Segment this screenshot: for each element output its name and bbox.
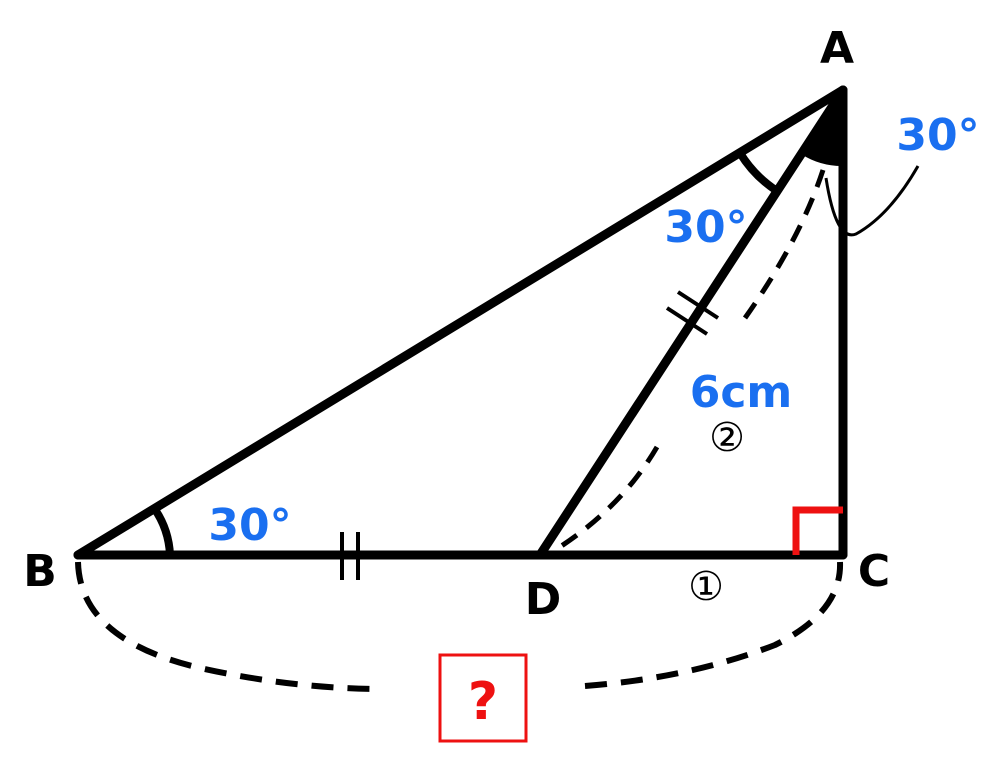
triangle-abc <box>73 85 848 560</box>
ratio-dc-label: ① <box>688 564 724 610</box>
angle-dac-label: 30° <box>896 110 979 161</box>
bc-dashed-brace <box>75 561 844 692</box>
length-ad-label: 6cm <box>690 367 793 418</box>
unknown-box <box>438 653 528 743</box>
tick-marks-bd <box>340 532 360 580</box>
vertex-c-label: C <box>858 546 890 597</box>
angle-dac-leader <box>824 165 920 237</box>
angle-b-arc <box>150 505 174 556</box>
angle-b-label: 30° <box>208 500 291 551</box>
unknown-bc-label: ? <box>468 672 498 732</box>
vertex-a-label: A <box>820 23 854 74</box>
angle-dac-fill <box>801 90 843 167</box>
side-ab <box>73 85 848 560</box>
right-angle-mark <box>792 506 843 555</box>
tick-marks-ad <box>665 290 720 336</box>
angle-bad-arc <box>736 150 780 195</box>
angle-bad-label: 30° <box>664 202 747 253</box>
vertex-b-label: B <box>23 546 57 597</box>
vertex-d-label: D <box>525 574 562 625</box>
ad-dashed-arc <box>550 169 826 555</box>
ratio-ad-label: ② <box>709 415 745 461</box>
